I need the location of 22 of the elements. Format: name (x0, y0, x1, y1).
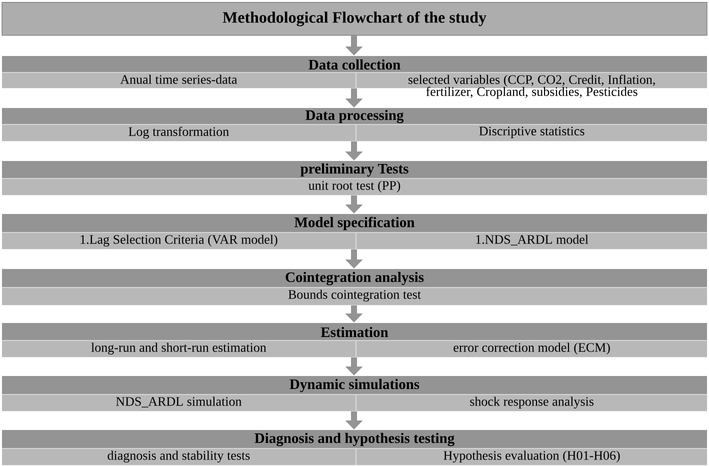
node-label: 1.NDS_ARDL model (476, 234, 588, 246)
cell-box: shock response analysis (356, 395, 707, 411)
node-label: selected variables (CCP, CO2, Credit, Inflation, (408, 74, 655, 87)
cell-box: 1.NDS_ARDL model (356, 233, 707, 249)
cell-box: long-run and short-run estimation (2, 341, 356, 357)
cell-box: Anual time series-data (2, 73, 356, 88)
cell-box: Log transformation (2, 125, 356, 141)
cell-box: diagnosis and stability tests (2, 449, 356, 465)
node-label: Discriptive statistics (479, 126, 584, 138)
cell-box: error correction model (ECM) (356, 341, 707, 357)
cell-box: Bounds cointegration test (2, 288, 707, 305)
node-label: error correction model (ECM) (454, 342, 610, 354)
cell-box: 1.Lag Selection Criteria (VAR model) (2, 233, 356, 249)
cell-box: NDS_ARDL simulation (2, 395, 356, 411)
title-box: Methodological Flowchart of the study (2, 2, 708, 36)
node-label: fertilizer, Cropland, subsidies, Pesticides (426, 86, 638, 99)
cell-box: Hypothesis evaluation (H01-H06) (356, 449, 707, 465)
cell-box: selected variables (CCP, CO2, Credit, Inflation, fertilizer, Cropland, subsidies, Pesticides (356, 73, 707, 99)
cell-box: Discriptive statistics (356, 125, 707, 141)
node-label: Hypothesis evaluation (H01-H06) (444, 450, 620, 463)
cell-box: unit root test (PP) (2, 179, 707, 195)
node-label: shock response analysis (470, 396, 594, 409)
